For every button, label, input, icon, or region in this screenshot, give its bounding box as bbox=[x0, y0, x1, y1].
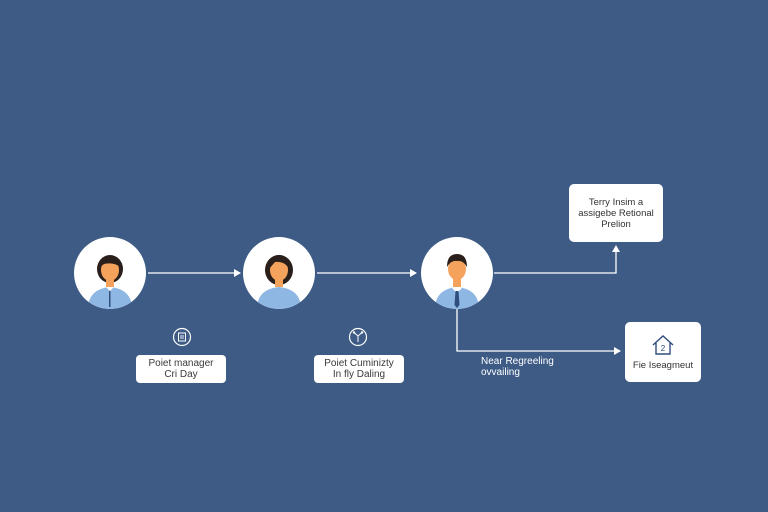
house-icon: 2 bbox=[652, 334, 674, 355]
person-female-icon bbox=[88, 255, 132, 309]
top-card: Terry Insim a assigebe Retional Prelion bbox=[569, 184, 663, 242]
top-card-line-3: Prelion bbox=[601, 218, 631, 230]
label-2-line-1: Poiet Cuminizty bbox=[324, 358, 394, 369]
bottom-card-label: Fie Iseagmeut bbox=[632, 359, 694, 371]
label-1-line-2: Cri Day bbox=[164, 369, 198, 380]
bottom-card: 2 Fie Iseagmeut bbox=[625, 322, 701, 382]
arrow-node3-to-bottom-card bbox=[456, 309, 621, 355]
label-box-2: Poiet Cuminizty In fly Daling bbox=[314, 355, 404, 383]
top-card-line-2: assigebe Retional bbox=[578, 207, 654, 219]
person-female-icon bbox=[257, 255, 301, 309]
label-box-1: Poiet manager Cri Day bbox=[136, 355, 226, 383]
branch-text-line-2: ovvailing bbox=[481, 367, 520, 378]
label-2-line-2: In fly Daling bbox=[332, 369, 386, 380]
label-1-line-1: Poiet manager bbox=[148, 358, 214, 369]
arrow-node3-to-top-card bbox=[494, 245, 620, 274]
person-node-2 bbox=[243, 237, 315, 309]
top-card-line-1: Terry Insim a bbox=[588, 196, 644, 208]
person-node-3 bbox=[421, 237, 493, 309]
branch-text-line-1: Near Regreeling bbox=[481, 356, 554, 367]
branch-text: Near Regreeling ovvailing bbox=[481, 356, 554, 378]
network-icon bbox=[348, 327, 368, 347]
person-male-icon bbox=[435, 254, 479, 309]
svg-text:2: 2 bbox=[661, 344, 666, 353]
person-node-1 bbox=[74, 237, 146, 309]
clipboard-icon bbox=[172, 327, 192, 347]
